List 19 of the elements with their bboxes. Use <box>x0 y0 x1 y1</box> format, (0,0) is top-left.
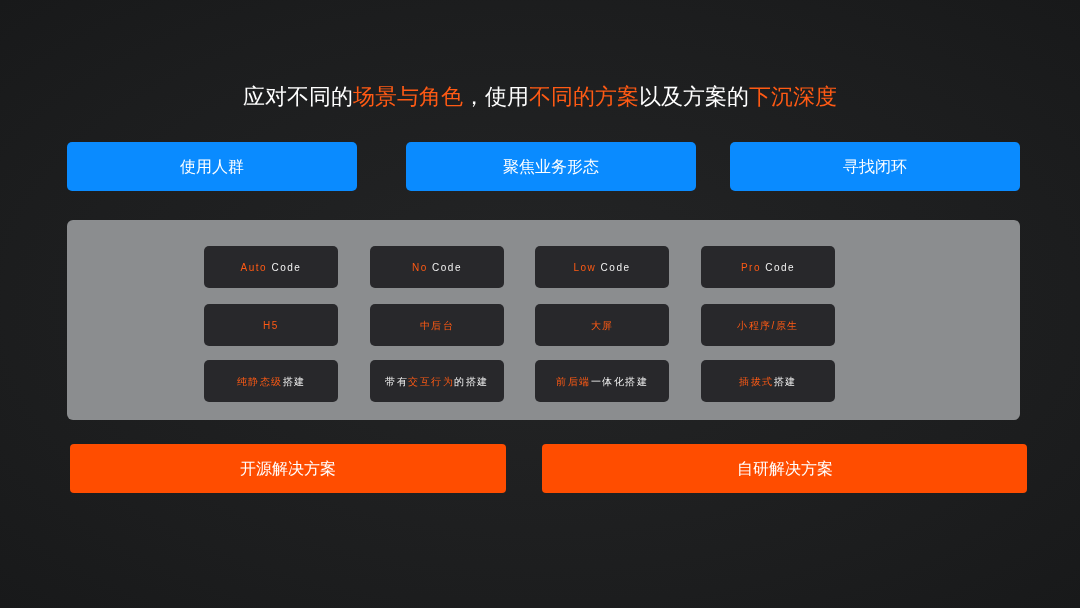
solution-bar: 开源解决方案 <box>70 444 506 493</box>
solution-bar: 自研解决方案 <box>542 444 1027 493</box>
header-bar: 使用人群 <box>67 142 357 191</box>
option-tile: 中后台 <box>370 304 504 346</box>
option-tile: 纯静态级搭建 <box>204 360 338 402</box>
option-tile: 带有交互行为的搭建 <box>370 360 504 402</box>
option-tile: Pro Code <box>701 246 835 288</box>
slide-title: 应对不同的场景与角色，使用不同的方案以及方案的下沉深度 <box>243 83 837 111</box>
option-tile: No Code <box>370 246 504 288</box>
option-tile: Low Code <box>535 246 669 288</box>
header-bar: 聚焦业务形态 <box>406 142 696 191</box>
option-tile: 前后端一体化搭建 <box>535 360 669 402</box>
header-bar: 寻找闭环 <box>730 142 1020 191</box>
option-tile: 大屏 <box>535 304 669 346</box>
panel <box>67 220 1020 420</box>
option-tile: 插拔式搭建 <box>701 360 835 402</box>
option-tile: 小程序/原生 <box>701 304 835 346</box>
option-tile: H5 <box>204 304 338 346</box>
option-tile: Auto Code <box>204 246 338 288</box>
